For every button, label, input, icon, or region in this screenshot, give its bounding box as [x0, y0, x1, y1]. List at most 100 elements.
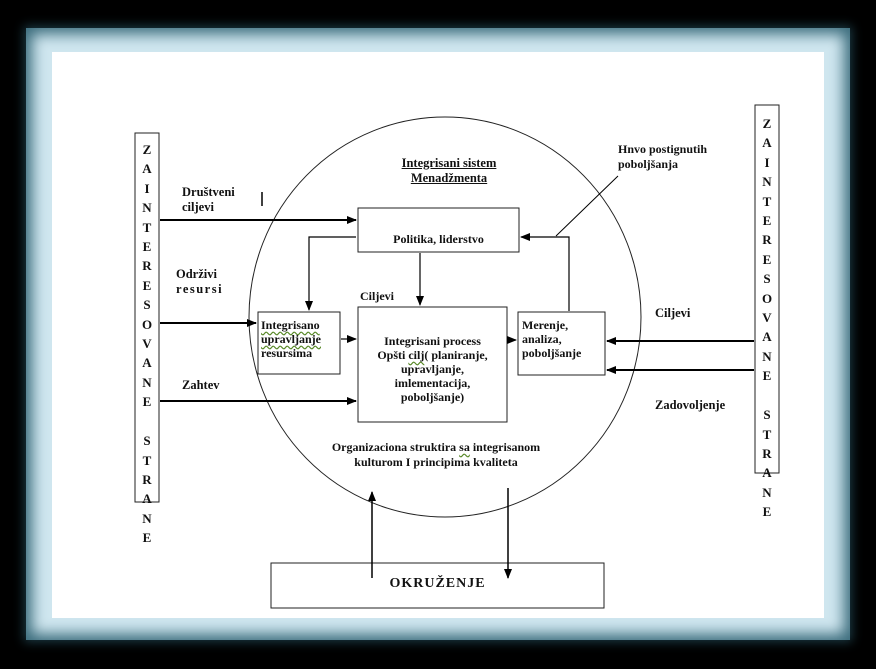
arrow-merenje-politika — [520, 233, 570, 311]
stakeholder-letter: N — [762, 174, 772, 190]
proces-line1: Integrisani process — [384, 334, 481, 348]
stakeholder-letter: Z — [142, 142, 152, 157]
proces-box — [357, 306, 508, 423]
merenje-line1: Merenje, — [522, 318, 569, 332]
proces-line2b: cilj — [408, 348, 425, 362]
stakeholder-letter: S — [763, 271, 771, 287]
stakeholder-letter: S — [143, 433, 151, 449]
odrzivi-line2: resursi — [176, 282, 224, 296]
okruzenje-box — [270, 562, 605, 609]
ciljevi-right-text: Ciljevi — [655, 306, 691, 320]
stakeholder-letter: S — [763, 407, 771, 423]
okruzenje-label: OKRUŽENJE — [271, 576, 604, 591]
politika-box — [357, 207, 520, 253]
ciljevi-right-label: Ciljevi — [655, 306, 690, 321]
proces-line5: poboljšanje) — [400, 390, 465, 404]
stakeholder-letter: N — [142, 374, 152, 390]
politika-label: Politika, liderstvo — [358, 232, 519, 247]
proces-label: Integrisani process Opšti cilj( planiran… — [358, 334, 507, 404]
title-line2: Menadžmenta — [410, 171, 488, 185]
integrisano-line3: resursima — [261, 346, 313, 360]
merenje-line2: analiza, — [522, 332, 562, 346]
stakeholder-letter: A — [142, 161, 152, 177]
stakeholder-letter: E — [142, 239, 152, 255]
stakeholder-letter: R — [762, 232, 772, 248]
proces-line4: imlementacija, — [394, 376, 471, 390]
stakeholder-letter: Z — [762, 116, 772, 131]
stakeholder-letter: I — [144, 180, 150, 196]
stakeholder-letter: A — [762, 135, 772, 151]
odrzivi-line1: Održivi — [176, 267, 217, 281]
diagram-title: Integrisani sistem Menadžmenta — [385, 156, 513, 186]
stakeholder-letter: E — [142, 394, 152, 410]
merenje-label: Merenje, analiza, poboljšanje — [522, 318, 581, 360]
hnvo-pointer — [555, 175, 619, 237]
stakeholder-letter: E — [762, 213, 772, 229]
stakeholder-letter: E — [142, 530, 152, 546]
stakeholder-letter: E — [762, 504, 772, 520]
okruzenje-text: OKRUŽENJE — [389, 576, 486, 591]
stakeholder-letter: A — [762, 465, 772, 481]
stakeholder-letter: T — [762, 193, 772, 209]
right-stakeholder-box — [754, 104, 780, 474]
org-line1c: integrisanom — [469, 440, 541, 454]
zahtev-text: Zahtev — [182, 378, 220, 392]
integrisano-label: Integrisano upravljanje resursima — [261, 318, 321, 360]
stakeholder-letter: T — [142, 219, 152, 235]
stakeholder-letter: S — [143, 297, 151, 313]
stakeholder-letter: R — [762, 445, 772, 461]
label-zahtev: Zahtev — [182, 378, 220, 393]
merenje-box — [517, 311, 606, 376]
zadovoljenje-label: Zadovoljenje — [655, 398, 725, 413]
label-drustveni: Društveni ciljevi — [182, 185, 235, 215]
org-line2: kulturom I principima kvaliteta — [354, 455, 518, 469]
system-circle — [248, 116, 642, 518]
org-line1b: sa — [459, 440, 470, 454]
drustveni-line2: ciljevi — [182, 200, 214, 214]
stakeholder-letter: N — [142, 200, 152, 216]
stakeholder-letter: E — [762, 368, 772, 384]
ciljevi-center-text: Ciljevi — [360, 289, 394, 303]
merenje-line3: poboljšanje — [522, 346, 582, 360]
stakeholder-letter: A — [142, 491, 152, 507]
drustveni-line1: Društveni — [182, 185, 235, 199]
stakeholder-letter: N — [142, 510, 152, 526]
org-line1a: Organizaciona struktira — [331, 440, 460, 454]
stakeholder-letter: A — [142, 355, 152, 371]
title-line1: Integrisani sistem — [401, 156, 497, 170]
org-structure-label: Organizaciona struktira sa integrisanom … — [306, 440, 566, 470]
stakeholder-letter: O — [141, 316, 153, 332]
hnvo-line1: Hnvo postignutih — [618, 142, 708, 156]
stakeholder-letter — [135, 412, 159, 431]
label-odrzivi: Održivi resursi — [176, 267, 223, 297]
stakeholder-letter: V — [762, 310, 772, 326]
integrisano-line1: Integrisano — [261, 318, 320, 332]
stakeholder-letter: E — [762, 251, 772, 267]
integrisano-box — [257, 311, 341, 375]
politika-text: Politika, liderstvo — [393, 232, 484, 246]
stakeholder-letter: V — [142, 336, 152, 352]
hnvo-line2: poboljšanja — [618, 157, 679, 171]
stakeholder-letter: A — [762, 329, 772, 345]
stakeholder-letter: T — [762, 426, 772, 442]
zadovoljenje-text: Zadovoljenje — [655, 398, 726, 412]
stakeholder-letter: R — [142, 471, 152, 487]
ciljevi-center-label: Ciljevi — [360, 289, 394, 304]
integrisano-line2: upravljanje — [261, 332, 321, 346]
stakeholder-letter: N — [762, 484, 772, 500]
arrow-politika-integrisano — [305, 236, 356, 311]
stakeholder-letter: I — [764, 154, 770, 170]
stakeholder-letter — [755, 386, 779, 405]
stakeholder-letter: O — [761, 290, 773, 306]
proces-line3: upravljanje, — [401, 362, 464, 376]
stakeholder-letter: R — [142, 258, 152, 274]
proces-line2a: Opšti — [377, 348, 409, 362]
left-stakeholder-box — [134, 132, 160, 503]
stakeholder-letter: N — [762, 348, 772, 364]
stakeholder-letter: T — [142, 452, 152, 468]
hnvo-label: Hnvo postignutih poboljšanja — [618, 142, 707, 172]
proces-line2c: ( planiranje, — [424, 348, 488, 362]
